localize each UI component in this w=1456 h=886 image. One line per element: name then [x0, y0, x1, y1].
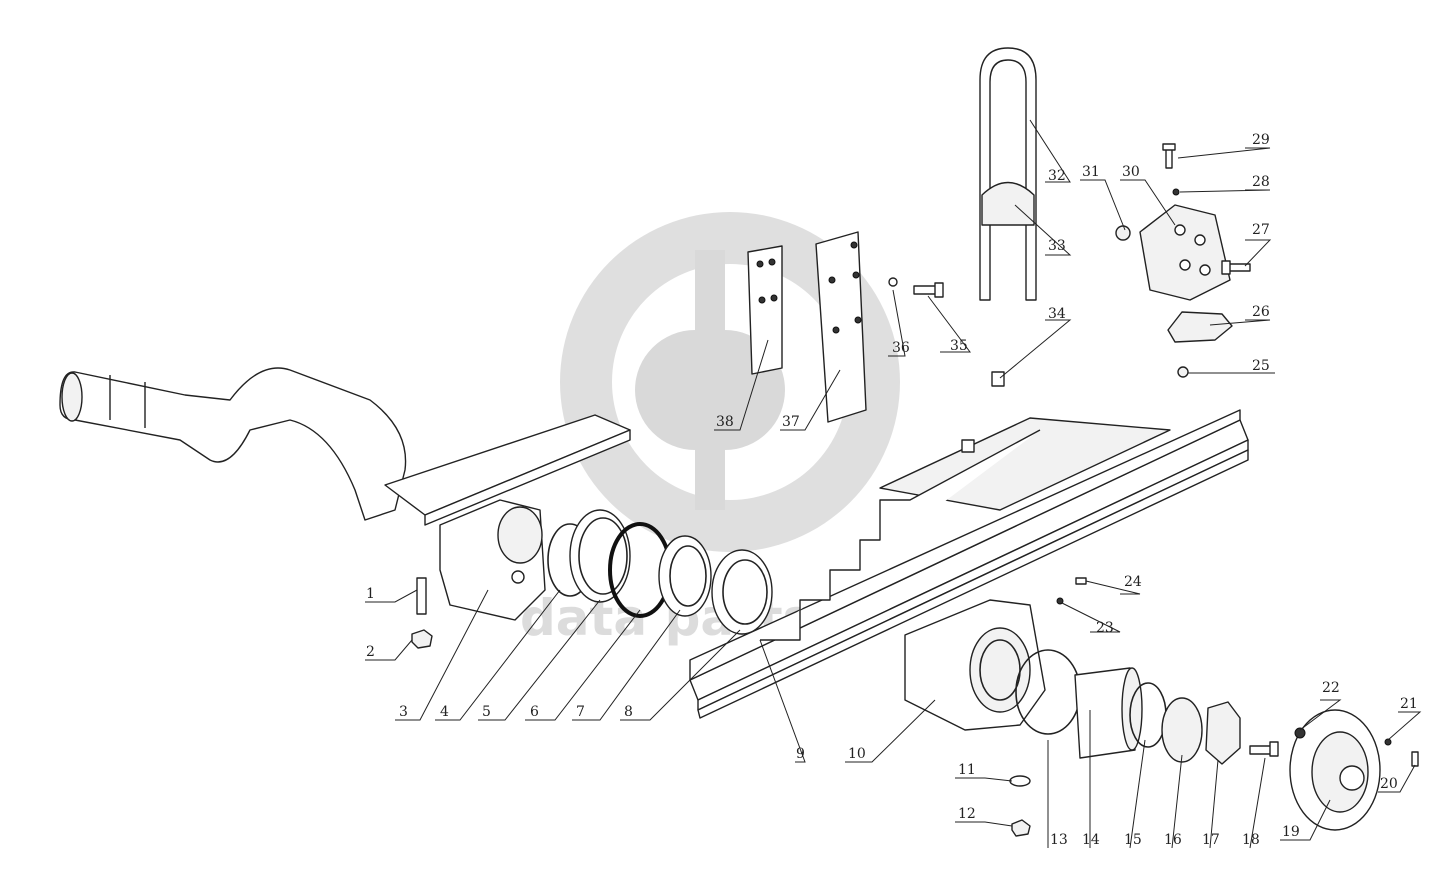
callout-22: 22 — [1322, 680, 1340, 696]
part-24 — [1075, 577, 1087, 585]
nut-12 — [1011, 819, 1031, 837]
hub-cap-19 — [1289, 709, 1381, 831]
callout-9: 9 — [796, 746, 805, 762]
callout-12: 12 — [958, 806, 976, 822]
ring-7 — [658, 535, 712, 617]
bracket-part — [1139, 204, 1231, 301]
sleeve-14 — [1074, 667, 1143, 759]
pin-1 — [416, 577, 427, 615]
callout-labels: 1 2 3 4 5 6 7 8 9 10 11 12 13 14 15 16 1… — [366, 132, 1418, 848]
callout-27: 27 — [1252, 222, 1270, 238]
callout-38: 38 — [716, 414, 734, 430]
callout-8: 8 — [624, 704, 633, 720]
washer-11 — [1009, 775, 1031, 787]
callout-2: 2 — [366, 644, 375, 660]
bolt-18 — [1249, 741, 1279, 757]
ring-5 — [569, 509, 631, 603]
callout-6: 6 — [530, 704, 539, 720]
callout-5: 5 — [482, 704, 491, 720]
callout-3: 3 — [399, 704, 408, 720]
callout-16: 16 — [1164, 832, 1182, 848]
callout-21: 21 — [1400, 696, 1418, 712]
callout-34: 34 — [1048, 306, 1066, 322]
callout-30: 30 — [1122, 164, 1140, 180]
plug-22 — [1294, 727, 1306, 739]
callout-31: 31 — [1082, 164, 1100, 180]
part-23 — [1056, 597, 1064, 605]
callout-15: 15 — [1124, 832, 1142, 848]
callout-35: 35 — [950, 338, 968, 354]
plate-37 — [815, 231, 867, 423]
leaf-spring — [689, 409, 1249, 719]
cover-plate — [1167, 311, 1233, 343]
small-hardware-top-right — [1115, 143, 1251, 378]
nut-34 — [991, 371, 1005, 387]
callout-36: 36 — [892, 340, 910, 356]
disc-16 — [1161, 697, 1203, 763]
callout-20: 20 — [1380, 776, 1398, 792]
plate-17 — [1205, 701, 1241, 765]
callout-28: 28 — [1252, 174, 1270, 190]
callout-1: 1 — [366, 586, 375, 602]
callout-24: 24 — [1124, 574, 1142, 590]
callout-4: 4 — [440, 704, 449, 720]
axle-arm — [59, 367, 407, 521]
nut-2 — [411, 629, 433, 649]
callout-25: 25 — [1252, 358, 1270, 374]
watermark-logo — [560, 212, 900, 552]
bolt-35 — [913, 282, 944, 298]
callout-11: 11 — [958, 762, 976, 778]
callout-33: 33 — [1048, 238, 1066, 254]
bolt-20 — [1411, 751, 1419, 767]
washer-36 — [888, 277, 898, 287]
leader-lines — [365, 119, 1422, 849]
spring-bracket-front — [384, 414, 631, 621]
callout-7: 7 — [576, 704, 585, 720]
washer-21 — [1384, 738, 1392, 746]
plate-38 — [747, 245, 783, 375]
hub-housing — [904, 599, 1046, 731]
callout-17: 17 — [1202, 832, 1220, 848]
callout-14: 14 — [1082, 832, 1100, 848]
callout-10: 10 — [848, 746, 866, 762]
callout-13: 13 — [1050, 832, 1068, 848]
callout-23: 23 — [1096, 620, 1114, 636]
callout-37: 37 — [782, 414, 800, 430]
callout-19: 19 — [1282, 824, 1300, 840]
callout-26: 26 — [1252, 304, 1270, 320]
callout-32: 32 — [1048, 168, 1066, 184]
callout-18: 18 — [1242, 832, 1260, 848]
u-bolt — [979, 47, 1037, 301]
ring-8 — [711, 549, 773, 635]
callout-29: 29 — [1252, 132, 1270, 148]
